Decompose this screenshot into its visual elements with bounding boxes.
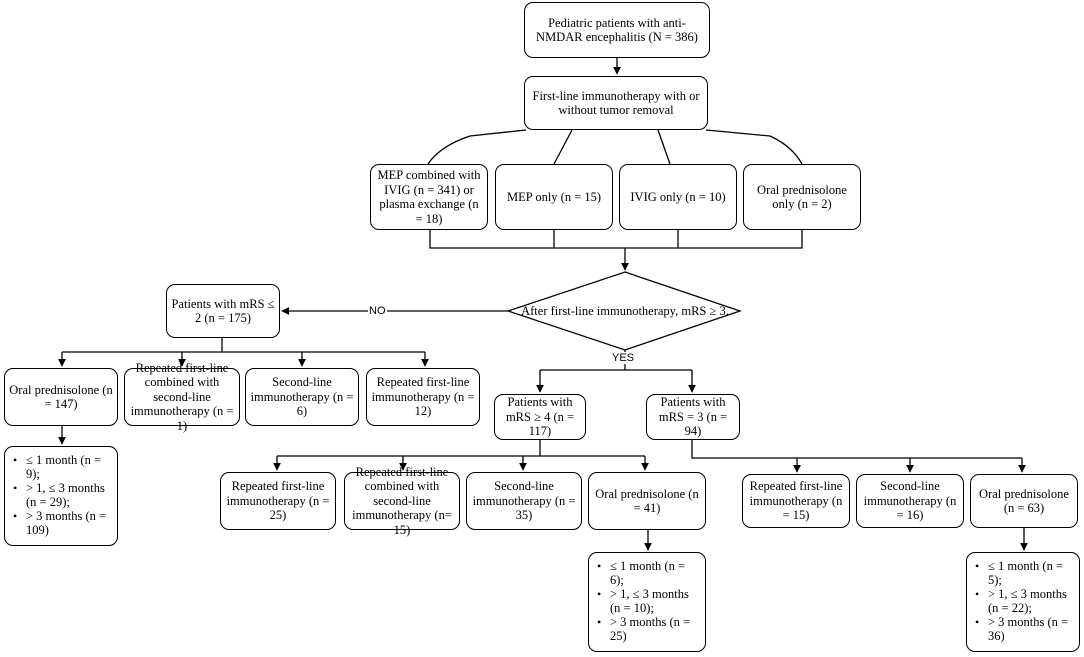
eq3-second-node: Second-line immunotherapy (n = 16) xyxy=(856,474,964,528)
list-item: ≤ 1 month (n = 9); xyxy=(13,453,111,481)
le2-oral-text: Oral prednisolone (n = 147) xyxy=(9,382,113,412)
eq3-duration-list: ≤ 1 month (n = 5); > 1, ≤ 3 months (n = … xyxy=(966,552,1080,652)
mrs-eq3-node: Patients with mRS = 3 (n = 94) xyxy=(646,394,740,440)
oral-only-node: Oral prednisolone only (n = 2) xyxy=(743,164,861,230)
mep-only-text: MEP only (n = 15) xyxy=(506,189,602,204)
le2-repeated-combined-text: Repeated first-line combined with second… xyxy=(130,360,234,433)
list-item: > 1, ≤ 3 months (n = 29); xyxy=(13,481,111,509)
ge4-repeated-text: Repeated first-line immunotherapy (n = 2… xyxy=(226,479,330,523)
line-to-mep-only xyxy=(553,129,573,165)
eq3-oral-node: Oral prednisolone (n = 63) xyxy=(970,474,1078,528)
ge4-second-text: Second-line immunotherapy (n = 35) xyxy=(472,479,576,523)
list-item: ≤ 1 month (n = 5); xyxy=(975,559,1073,587)
mep-combined-text: MEP combined with IVIG (n = 341) or plas… xyxy=(377,168,481,226)
eq3-repeated-node: Repeated first-line immunotherapy (n = 1… xyxy=(742,474,850,528)
root-node: Pediatric patients with anti-NMDAR encep… xyxy=(524,2,710,58)
yes-label: YES xyxy=(611,352,636,364)
ge4-oral-node: Oral prednisolone (n = 41) xyxy=(588,472,706,530)
le2-duration-list: ≤ 1 month (n = 9); > 1, ≤ 3 months (n = … xyxy=(4,446,118,546)
le2-repeated-node: Repeated first-line immunotherapy (n = 1… xyxy=(366,368,480,426)
ivig-only-text: IVIG only (n = 10) xyxy=(630,189,726,204)
mrs-ge4-node: Patients with mRS ≥ 4 (n = 117) xyxy=(494,394,586,440)
mrs-le2-node: Patients with mRS ≤ 2 (n = 175) xyxy=(166,284,280,338)
list-item: > 1, ≤ 3 months (n = 10); xyxy=(597,587,699,615)
le2-oral-node: Oral prednisolone (n = 147) xyxy=(4,368,118,426)
decision-text: After first-line immunotherapy, mRS ≥ 3. xyxy=(521,304,729,318)
ge4-repeated-node: Repeated first-line immunotherapy (n = 2… xyxy=(220,472,336,530)
root-node-text: Pediatric patients with anti-NMDAR encep… xyxy=(536,15,698,45)
list-item: > 3 months (n = 25) xyxy=(597,615,699,643)
eq3-repeated-text: Repeated first-line immunotherapy (n = 1… xyxy=(749,479,843,523)
ge4-repeated-combined-node: Repeated first-line combined with second… xyxy=(344,465,460,537)
ge4-second-node: Second-line immunotherapy (n = 35) xyxy=(466,472,582,530)
ivig-only-node: IVIG only (n = 10) xyxy=(619,164,737,230)
no-label: NO xyxy=(368,305,387,317)
mep-only-node: MEP only (n = 15) xyxy=(495,164,613,230)
line-to-oral-only xyxy=(705,129,803,165)
eq3-oral-text: Oral prednisolone (n = 63) xyxy=(979,486,1069,516)
first-line-text: First-line immunotherapy with or without… xyxy=(532,88,700,118)
first-line-node: First-line immunotherapy with or without… xyxy=(524,76,708,130)
list-item: > 1, ≤ 3 months (n = 22); xyxy=(975,587,1073,615)
ge4-duration-list: ≤ 1 month (n = 6); > 1, ≤ 3 months (n = … xyxy=(588,552,706,652)
le2-repeated-combined-node: Repeated first-line combined with second… xyxy=(124,361,240,433)
line-to-ivig-only xyxy=(657,129,671,165)
list-item: ≤ 1 month (n = 6); xyxy=(597,559,699,587)
ge4-repeated-combined-text: Repeated first-line combined with second… xyxy=(352,464,452,537)
list-item: > 3 months (n = 36) xyxy=(975,615,1073,643)
mrs-le2-text: Patients with mRS ≤ 2 (n = 175) xyxy=(171,296,275,326)
mep-combined-node: MEP combined with IVIG (n = 341) or plas… xyxy=(370,164,488,230)
le2-second-text: Second-line immunotherapy (n = 6) xyxy=(250,375,354,419)
oral-only-text: Oral prednisolone only (n = 2) xyxy=(757,182,847,212)
le2-repeated-text: Repeated first-line immunotherapy (n = 1… xyxy=(371,375,475,419)
mrs-ge4-text: Patients with mRS ≥ 4 (n = 117) xyxy=(505,395,575,439)
line-to-mep-combined xyxy=(427,129,527,165)
eq3-second-text: Second-line immunotherapy (n = 16) xyxy=(863,479,957,523)
ge4-oral-text: Oral prednisolone (n = 41) xyxy=(595,486,699,516)
le2-second-node: Second-line immunotherapy (n = 6) xyxy=(245,368,359,426)
list-item: > 3 months (n = 109) xyxy=(13,509,111,537)
merge-line xyxy=(429,230,803,249)
mrs-eq3-text: Patients with mRS = 3 (n = 94) xyxy=(658,395,728,439)
